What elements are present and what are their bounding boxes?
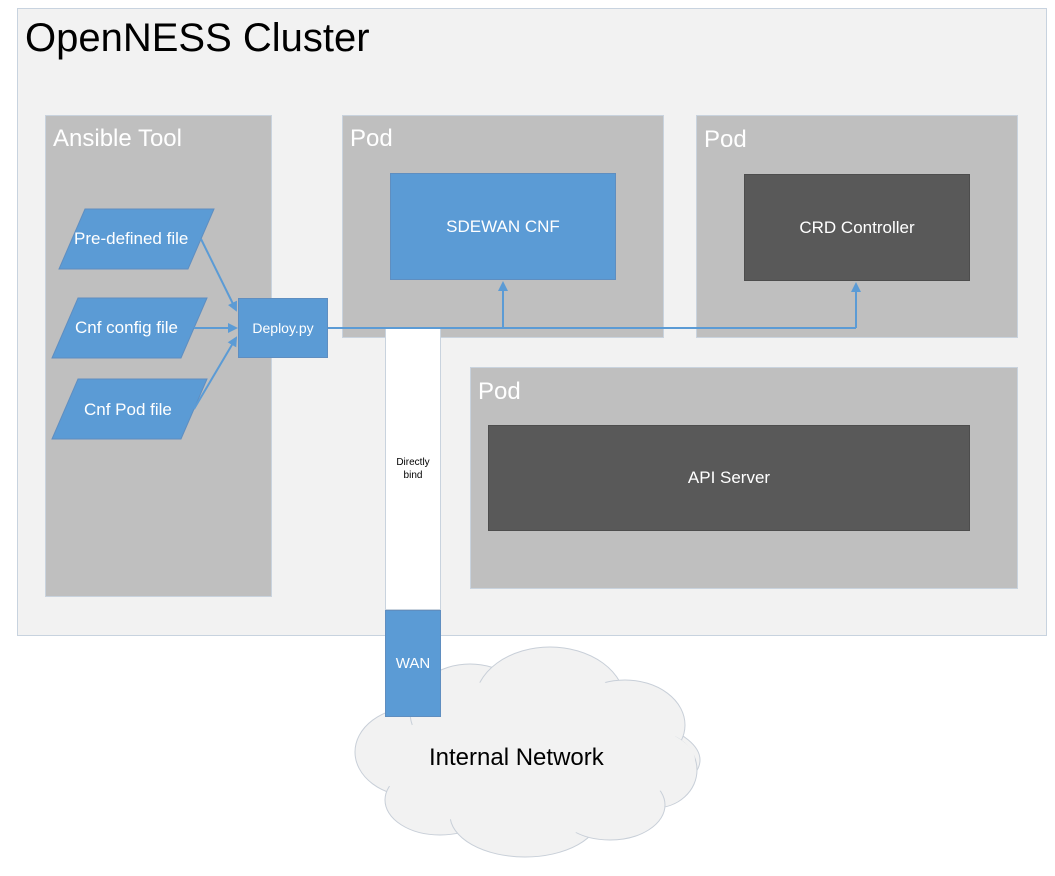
predefined-file-shape: [58, 208, 215, 270]
deploy-py-box: Deploy.py: [238, 298, 328, 358]
bind-label-line2: bind: [403, 470, 423, 481]
predefined-to-deploy-arrow: [200, 238, 237, 312]
cluster-title: OpenNESS Cluster: [25, 16, 370, 60]
directly-bind-column: Directly bind: [385, 328, 441, 610]
pod-to-deploy-arrow: [193, 336, 238, 410]
pod-title-api: Pod: [478, 378, 521, 405]
pod-title-sdewan: Pod: [350, 125, 393, 152]
cnf-pod-file-label: Cnf Pod file: [84, 400, 172, 419]
predefined-file-label: Pre-defined file: [74, 229, 189, 248]
wan-box: WAN: [385, 610, 441, 717]
cnf-pod-file-shape: [51, 378, 208, 440]
api-server-box: API Server: [488, 425, 970, 531]
sdewan-cnf-box: SDEWAN CNF: [390, 173, 616, 280]
bind-label-line1: Directly: [396, 456, 430, 468]
internal-network-label: Internal Network: [429, 744, 604, 771]
cnf-config-file-shape: [51, 297, 208, 359]
cnf-config-file-label: Cnf config file: [75, 318, 178, 337]
crd-controller-box: CRD Controller: [744, 174, 970, 281]
pod-title-crd: Pod: [704, 126, 747, 153]
ansible-tool-title: Ansible Tool: [53, 125, 182, 152]
